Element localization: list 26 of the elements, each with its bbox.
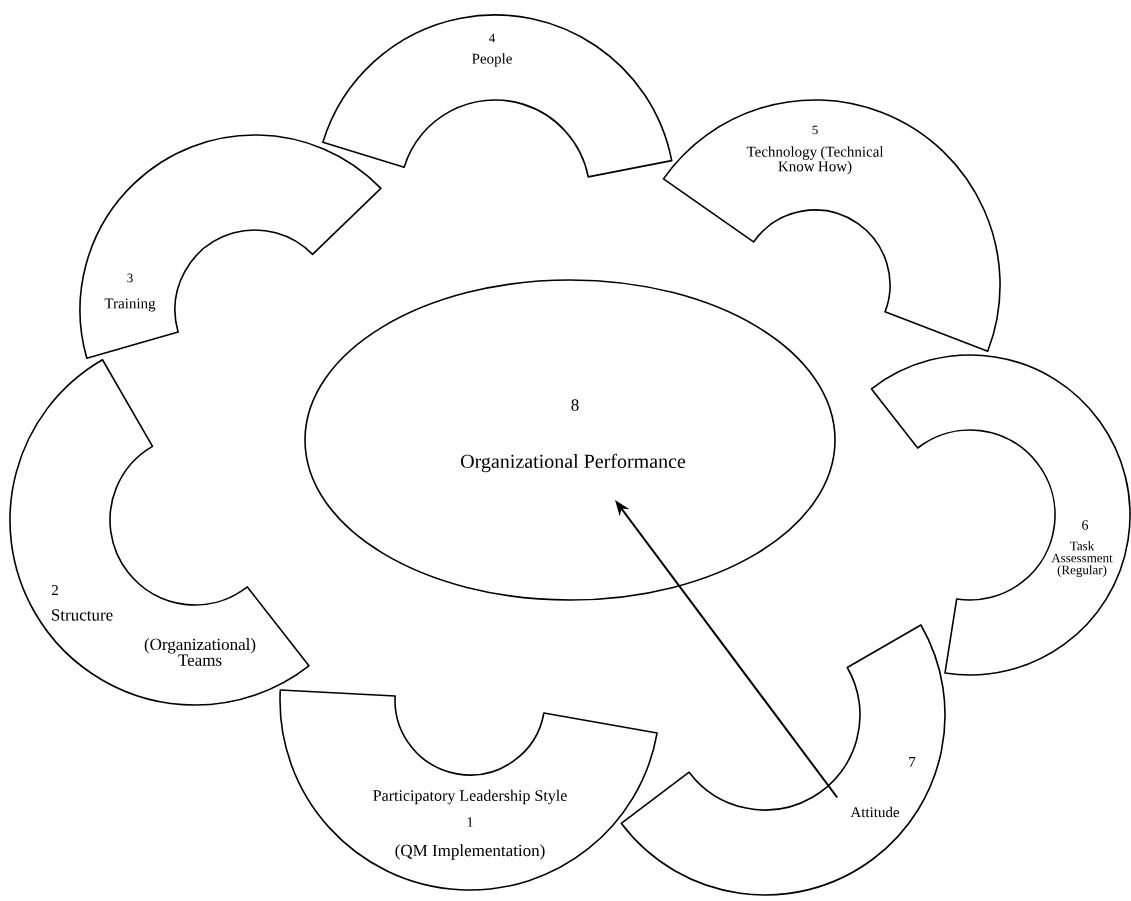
segment-label: Participatory Leadership Style bbox=[373, 789, 567, 805]
number-label: 1 bbox=[467, 817, 473, 827]
cloud-segment bbox=[279, 689, 658, 891]
cloud-segment bbox=[79, 134, 382, 360]
segment-label: Organizational Performance bbox=[461, 453, 686, 473]
performance-ellipse bbox=[304, 279, 836, 601]
number-label: 5 bbox=[812, 125, 818, 135]
segment-label: People bbox=[472, 53, 512, 67]
segment-label: Structure bbox=[52, 609, 113, 621]
cloud-segment bbox=[322, 14, 673, 178]
segment-label: Task Assessment (Regular) bbox=[1051, 541, 1113, 577]
number-label: 2 bbox=[51, 585, 58, 595]
segment-label: Attitude bbox=[850, 806, 900, 818]
number-label: 3 bbox=[127, 273, 133, 283]
segment-label: Training bbox=[104, 298, 156, 312]
cloud-segment bbox=[9, 358, 310, 706]
cloud-segment bbox=[870, 354, 1131, 676]
segment-label: (Organizational) Teams bbox=[144, 638, 256, 666]
cloud-segment bbox=[662, 99, 1001, 353]
number-label: 8 bbox=[571, 399, 579, 411]
number-label: 4 bbox=[489, 33, 496, 43]
segment-label: Technology (Technical Know How) bbox=[746, 146, 884, 175]
number-label: 7 bbox=[909, 757, 916, 767]
cloud-segment bbox=[620, 624, 946, 896]
number-label: 6 bbox=[1082, 520, 1089, 530]
segment-label: (QM Implementation) bbox=[395, 844, 545, 860]
